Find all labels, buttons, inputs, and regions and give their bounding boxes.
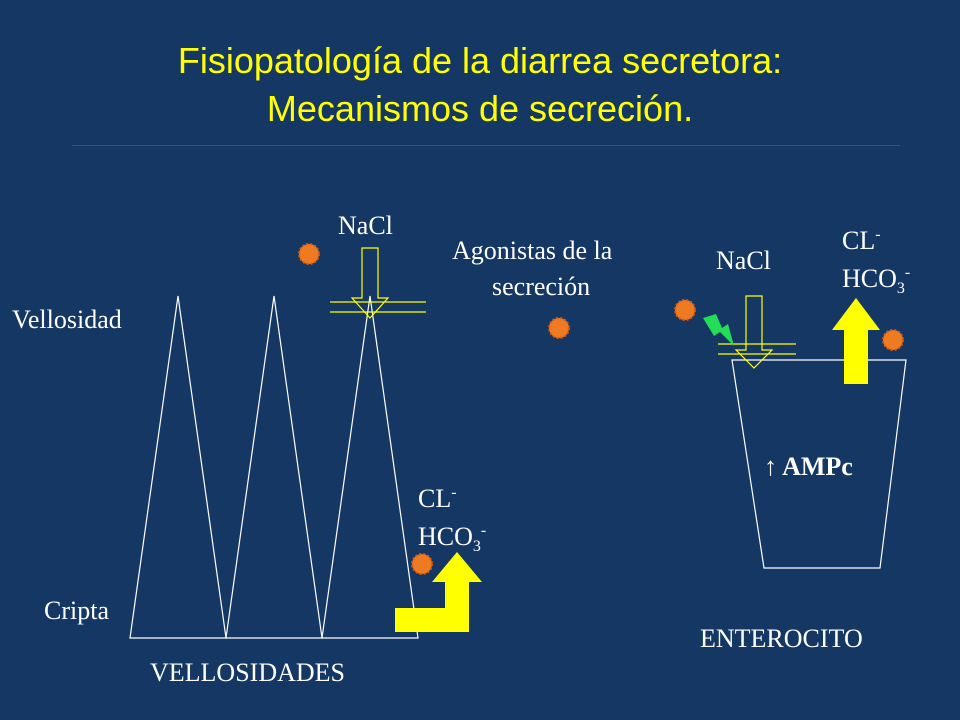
- ampc-label: ↑ AMPc: [764, 452, 853, 482]
- crypt-hco3-ion: HCO3-: [418, 516, 486, 562]
- cell-cl-ion: CL-: [842, 220, 881, 256]
- villus-3: [321, 295, 419, 639]
- crypt-hco-sub: 3: [472, 538, 481, 555]
- cell-cl-charge: -: [875, 226, 881, 243]
- agonistas-label-line1: Agonistas de la: [452, 236, 613, 265]
- orange-dot-icon: [298, 243, 320, 265]
- title-rule: [72, 145, 900, 146]
- crypt-cl-charge: -: [451, 484, 457, 501]
- crypt-cl-text: CL: [418, 484, 452, 513]
- ampc-text: AMPc: [782, 452, 853, 481]
- crypt-hco-text: HCO: [418, 522, 473, 551]
- dots: [298, 243, 904, 575]
- nacl-villi-label: NaCl: [338, 211, 393, 240]
- agonistas-label-line2: secreción: [492, 272, 591, 301]
- orange-dot-icon: [548, 317, 570, 339]
- orange-dot-icon: [882, 329, 904, 351]
- cell-hco-text: HCO: [842, 264, 897, 293]
- enterocito-label: ENTEROCITO: [700, 624, 863, 653]
- lightning-icon: [703, 314, 734, 346]
- crypt-cl-ion: CL-: [418, 478, 457, 514]
- cell-hco3-ion: HCO3-: [842, 258, 910, 304]
- up-arrow-icon: ↑: [764, 452, 777, 481]
- vellosidad-label: Vellosidad: [12, 305, 122, 334]
- orange-dot-icon: [674, 299, 696, 321]
- cell-hco-sub: 3: [896, 280, 905, 297]
- villi: [129, 295, 419, 639]
- nacl-cell-label: NaCl: [716, 246, 771, 275]
- crypt-hco-charge: -: [480, 522, 487, 539]
- cripta-label: Cripta: [44, 596, 109, 625]
- cell-hco-charge: -: [904, 264, 911, 281]
- nacl-cell-down-arrow-icon: [718, 295, 796, 369]
- cell-secretion-arrow-icon: [832, 298, 880, 384]
- villus-1: [129, 295, 227, 639]
- vellosidades-label: VELLOSIDADES: [150, 658, 345, 687]
- title-line-2: Mecanismos de secreción.: [266, 88, 694, 129]
- title-line-1: Fisiopatología de la diarrea secretora:: [177, 40, 783, 81]
- villus-2: [225, 295, 323, 639]
- cell-cl-text: CL: [842, 226, 876, 255]
- nacl-down-arrow-icon: [330, 247, 426, 319]
- crypt-secretion-arrow-icon: [395, 552, 482, 632]
- orange-dot-icon: [411, 553, 433, 575]
